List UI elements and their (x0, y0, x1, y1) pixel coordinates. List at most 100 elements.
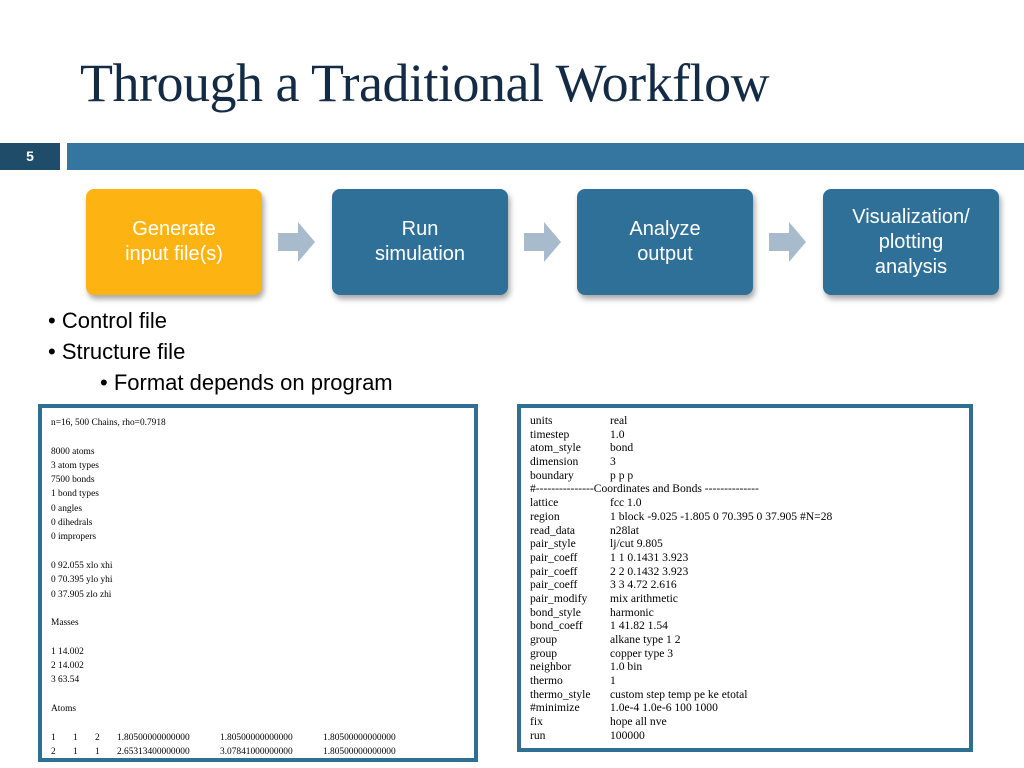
control-command: pair_coeff (530, 550, 578, 564)
control-command: run (530, 728, 546, 742)
control-file-line: #---------------Coordinates and Bonds --… (530, 482, 832, 496)
control-file-line: group copper type 3 (530, 647, 832, 661)
structure-file-line (51, 688, 426, 702)
structure-file-content: n=16, 500 Chains, rho=0.7918 8000 atoms 3 … (51, 416, 426, 758)
control-command: atom_style (530, 441, 581, 455)
control-args: harmonic (610, 605, 654, 619)
atom-cell: 2.65313400000000 (117, 746, 190, 757)
control-command: timestep (530, 427, 570, 441)
control-args: 3 3 4.72 2.616 (610, 578, 677, 592)
atom-cell: 1.80500000000000 (323, 746, 396, 757)
workflow-step-label: Visualization/ plotting analysis (852, 205, 970, 278)
workflow-step-2: Run simulation (332, 189, 508, 295)
control-args: bond (610, 441, 634, 455)
structure-file-line: 3 atom types (51, 460, 99, 471)
control-args: 1.0 bin (610, 660, 643, 674)
control-file-line: timestep 1.0 (530, 428, 832, 442)
control-command: read_data (530, 523, 576, 537)
control-args: real (610, 414, 628, 427)
control-command: pair_coeff (530, 564, 578, 578)
control-command: group (530, 646, 558, 660)
control-args: 1.0 (610, 427, 625, 441)
structure-file-line: 8000 atoms (51, 446, 95, 457)
atom-cell: 1 (73, 732, 78, 743)
bullet-format-depends: • Format depends on program (100, 370, 393, 395)
structure-file-line: 0 angles (51, 503, 82, 514)
control-args: mix arithmetic (610, 591, 678, 605)
control-file-line: lattice fcc 1.0 (530, 496, 832, 510)
atom-cell: 1.80500000000000 (220, 732, 293, 743)
control-command: thermo_style (530, 687, 591, 701)
atom-cell: 2 (95, 732, 100, 743)
atom-cell: 1.80500000000000 (323, 732, 396, 743)
slide-title: Through a Traditional Workflow (80, 53, 770, 113)
control-command: #minimize (530, 701, 580, 715)
atom-cell: 3.07841000000000 (220, 746, 293, 757)
control-file-line: thermo_style custom step temp pe ke etota… (530, 688, 832, 702)
control-args: copper type 3 (610, 646, 674, 660)
structure-file-line (51, 716, 426, 730)
workflow-step-4: Visualization/ plotting analysis (823, 189, 999, 295)
control-command: group (530, 633, 558, 646)
workflow-step-label: Generate input file(s) (125, 218, 223, 265)
bullet-structure-file: • Structure file (48, 339, 186, 364)
structure-file-line (51, 630, 426, 644)
structure-file-line: 0 dihedrals (51, 518, 93, 529)
structure-file-line: 3 63.54 (51, 675, 80, 686)
structure-file-line: 0 70.395 ylo yhi (51, 575, 113, 586)
atom-cell: 1 (51, 732, 56, 743)
control-args: 1 1 0.1431 3.923 (610, 550, 689, 564)
atom-cell: 1 (95, 746, 100, 757)
control-file-line: run 100000 (530, 729, 832, 743)
bullet-list: • Control file • Structure file • Format… (48, 308, 393, 401)
control-args: lj/cut 9.805 (610, 537, 663, 551)
structure-file-line: 7500 bonds (51, 475, 95, 486)
control-command: bond_style (530, 605, 581, 619)
structure-file-box: n=16, 500 Chains, rho=0.7918 8000 atoms 3 … (38, 404, 478, 762)
control-command: dimension (530, 455, 579, 469)
structure-file-line (51, 545, 426, 559)
structure-file-line: n=16, 500 Chains, rho=0.7918 (51, 418, 166, 428)
structure-file-line: 0 impropers (51, 532, 97, 543)
control-args: 1 block -9.025 -1.805 0 70.395 0 37.905 … (610, 509, 833, 523)
control-command: pair_modify (530, 591, 588, 605)
control-args: fcc 1.0 (610, 496, 642, 510)
workflow-step-label: Run simulation (374, 218, 466, 265)
structure-file-line: 2 14.002 (51, 661, 84, 672)
structure-file-line: 0 37.905 zlo zhi (51, 589, 112, 600)
control-command: region (530, 509, 560, 523)
slide-number: 5 (0, 143, 60, 170)
control-command: pair_coeff (530, 578, 578, 592)
structure-file-line: Atoms (51, 703, 77, 714)
control-file-line: pair_modify mix arithmetic (530, 592, 832, 606)
control-command: thermo (530, 674, 563, 688)
control-args: p p p (610, 468, 634, 482)
control-file-line: neighbor 1.0 bin (530, 660, 832, 674)
atom-row: 1 1 2 1.80500000000000 1.80500000000000 1.805… (51, 731, 426, 745)
control-command: lattice (530, 496, 559, 510)
control-args: 1 41.82 1.54 (610, 619, 668, 633)
control-args: 100000 (610, 728, 645, 742)
workflow-step-label: Analyze output (629, 218, 701, 265)
atom-cell: 1.80500000000000 (117, 732, 190, 743)
right-arrow-icon (769, 222, 806, 262)
workflow-step-1: Generate input file(s) (86, 189, 262, 295)
control-args: custom step temp pe ke etotal (610, 687, 748, 701)
control-command: boundary (530, 468, 574, 482)
control-command: neighbor (530, 660, 572, 674)
structure-file-line (51, 430, 426, 444)
atom-cell: 2 (51, 746, 56, 757)
control-file-line: bond_style harmonic (530, 606, 832, 620)
control-args: alkane type 1 2 (610, 633, 681, 646)
